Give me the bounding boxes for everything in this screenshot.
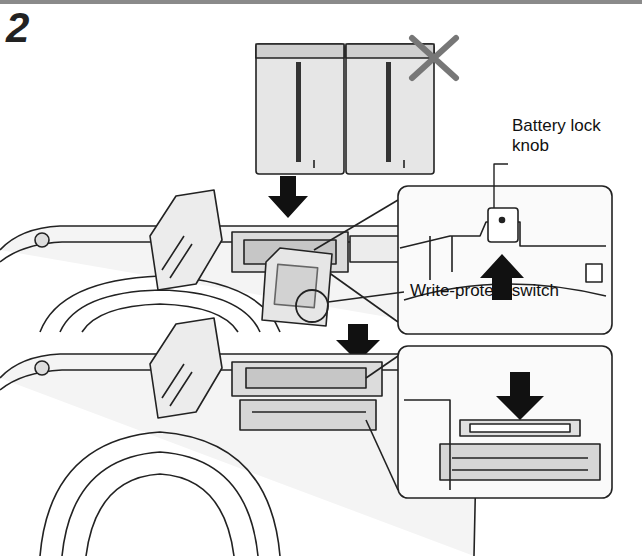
step-number: 2 bbox=[6, 6, 66, 50]
part-label: Write-protect switch bbox=[410, 281, 630, 301]
part-label: Battery lock knob bbox=[512, 116, 622, 156]
